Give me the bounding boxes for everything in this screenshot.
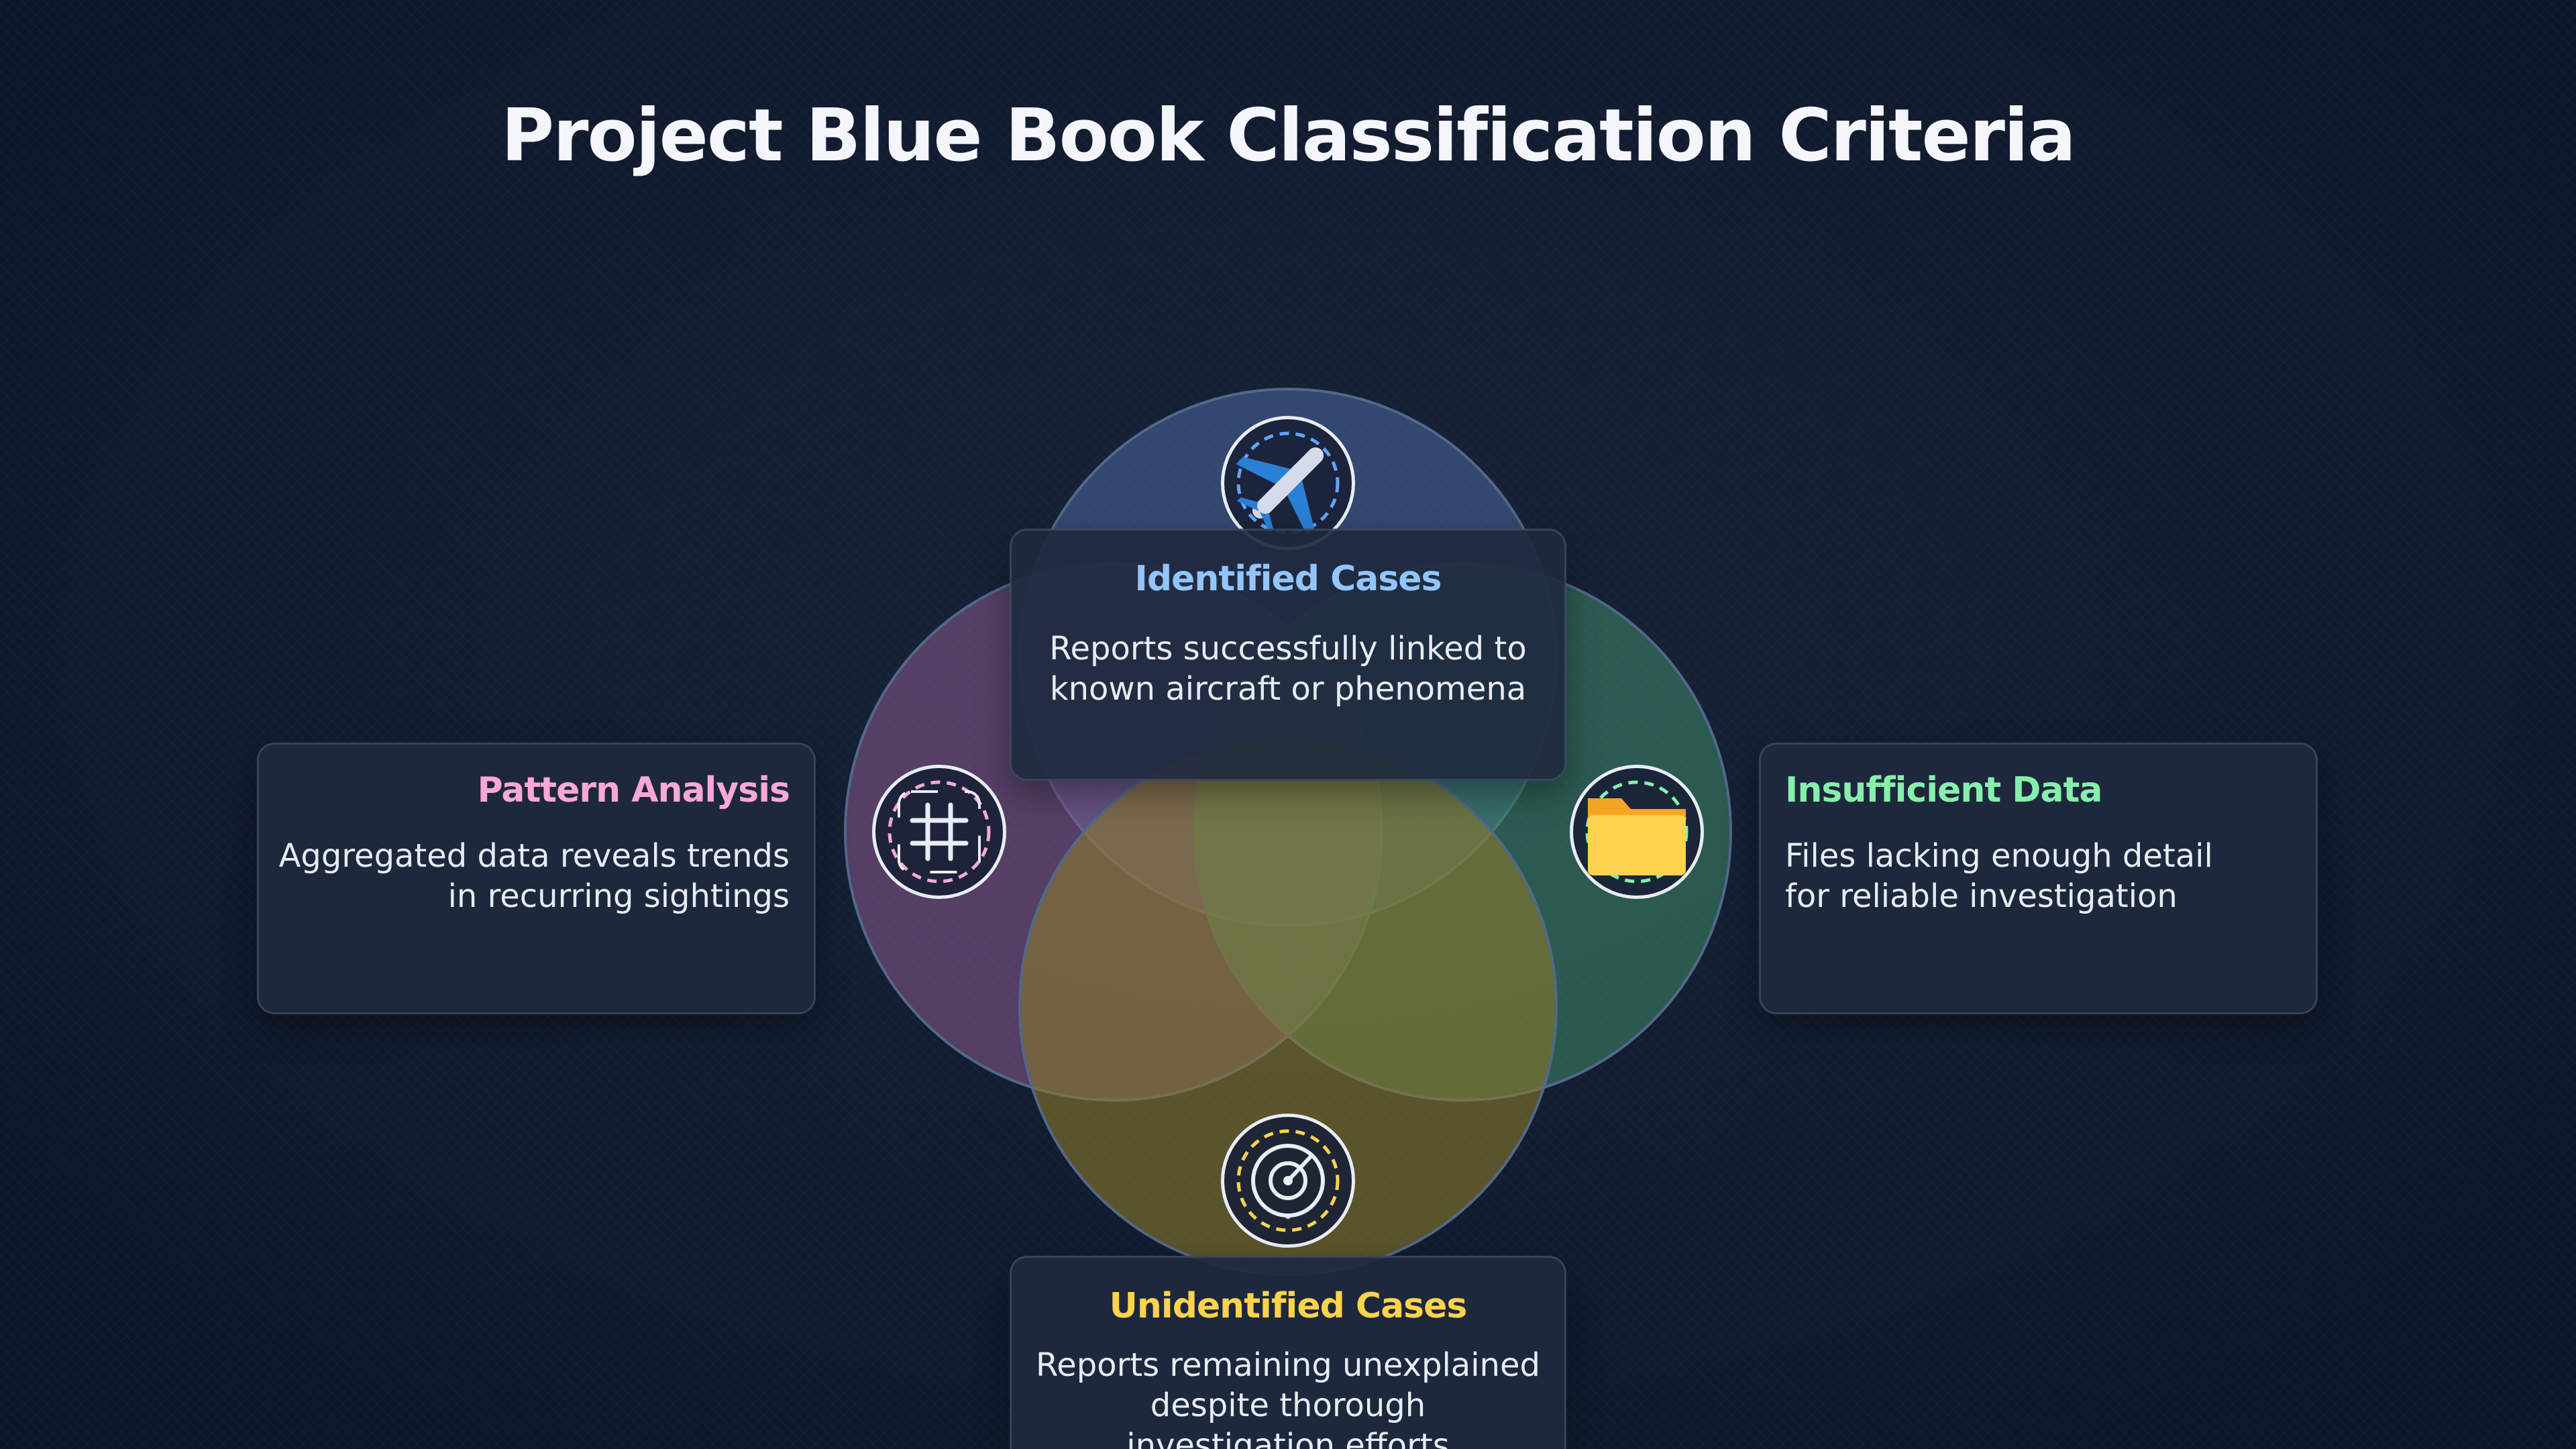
- page-title: Project Blue Book Classification Criteri…: [501, 94, 2076, 178]
- insufficient-data-heading: Insufficient Data: [1785, 770, 2103, 810]
- insufficient-data-description: Files lacking enough detail for reliable…: [1785, 837, 2213, 915]
- pattern-analysis-description: Aggregated data reveals trends in recurr…: [278, 837, 790, 915]
- unidentified-cases-card: Unidentified Cases Reports remaining une…: [1010, 1256, 1566, 1449]
- pattern-analysis-heading: Pattern Analysis: [477, 770, 790, 810]
- insufficient-icon-ring: [1570, 765, 1704, 899]
- identified-cases-description: Reports successfully linked to known air…: [1049, 630, 1527, 708]
- pattern-analysis-card: Pattern Analysis Aggregated data reveals…: [257, 743, 816, 1014]
- grid-hash-icon: [888, 780, 991, 883]
- folder-icon: [1585, 780, 1688, 883]
- airplane-icon: [1236, 431, 1340, 535]
- unidentified-cases-heading: Unidentified Cases: [1109, 1286, 1468, 1326]
- identified-cases-heading: Identified Cases: [1134, 559, 1442, 599]
- insufficient-data-card: Insufficient Data Files lacking enough d…: [1759, 743, 2318, 1014]
- radar-icon: [1236, 1129, 1340, 1232]
- identified-cases-card: Identified Cases Reports successfully li…: [1010, 529, 1566, 781]
- pattern-icon-ring: [872, 765, 1006, 899]
- unidentified-cases-description: Reports remaining unexplained despite th…: [1036, 1346, 1540, 1449]
- unidentified-icon-ring: [1221, 1114, 1355, 1248]
